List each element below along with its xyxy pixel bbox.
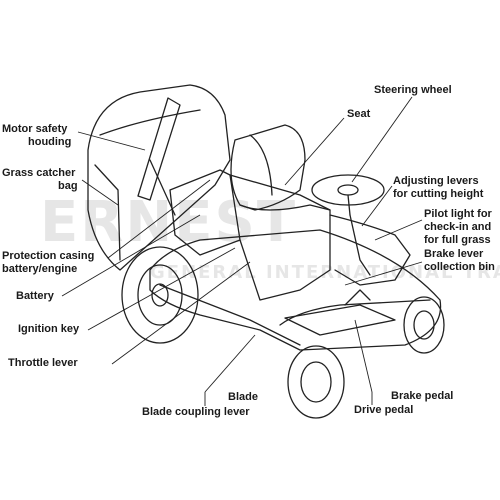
label-grass-catcher-line1: Grass catcher [2,167,76,179]
leader-adjusting [361,185,393,227]
label-adjusting-line2: for cutting height [393,188,484,200]
label-drive-pedal: Drive pedal [354,404,414,416]
leader-pilot [374,219,423,241]
label-ignition-key: Ignition key [18,323,80,335]
front-wheel-right [403,296,445,354]
leader-battery [61,214,201,297]
leader-throttle [111,261,251,365]
label-blade-coupling-lever: Blade coupling lever [142,406,250,418]
label-brake-pedal: Brake pedal [391,390,454,402]
label-blade: Blade [228,391,258,403]
mower-body [149,229,442,351]
label-adjusting-line1: Adjusting levers [393,175,479,187]
label-pilot-line3: for full grass [424,234,491,246]
label-brake-lever-line2: collection bin [424,261,495,273]
label-pilot-line2: check-in and [424,221,492,233]
label-motor-safety-line1: Motor safety [2,123,68,135]
label-battery: Battery [16,290,54,302]
leader-ignition [87,247,236,331]
label-motor-safety-line2: houding [28,136,72,148]
leader-brake-pedal [354,319,373,393]
label-seat: Seat [347,108,371,120]
label-steering-wheel: Steering wheel [374,84,452,96]
leader-grass-bag [81,179,119,206]
rear-wheel [121,246,199,344]
leader-blade [204,334,256,393]
label-pilot-line1: Pilot light for [424,208,492,220]
steering-wheel [311,174,385,206]
label-brake-lever-line1: Brake lever [424,248,484,260]
grass-catcher-bag [87,84,231,271]
leader-protection [107,179,211,259]
watermark-brand: ERNEST [40,190,298,255]
leader-brake-lever [344,261,423,286]
label-throttle-lever: Throttle lever [8,357,78,369]
front-wheel-left [287,345,345,419]
motor-safety-handle [137,97,181,201]
label-protection-line1: Protection casing [2,250,95,262]
leader-motor-safety [77,131,146,151]
leader-seat [284,117,345,186]
watermark-line: GENERAL INTERNATIONAL TRADING CO. [150,262,500,283]
label-grass-catcher-line2: bag [58,180,78,192]
seat [230,124,306,211]
leader-steering [351,96,413,183]
label-protection-line2: battery/engine [2,263,78,275]
